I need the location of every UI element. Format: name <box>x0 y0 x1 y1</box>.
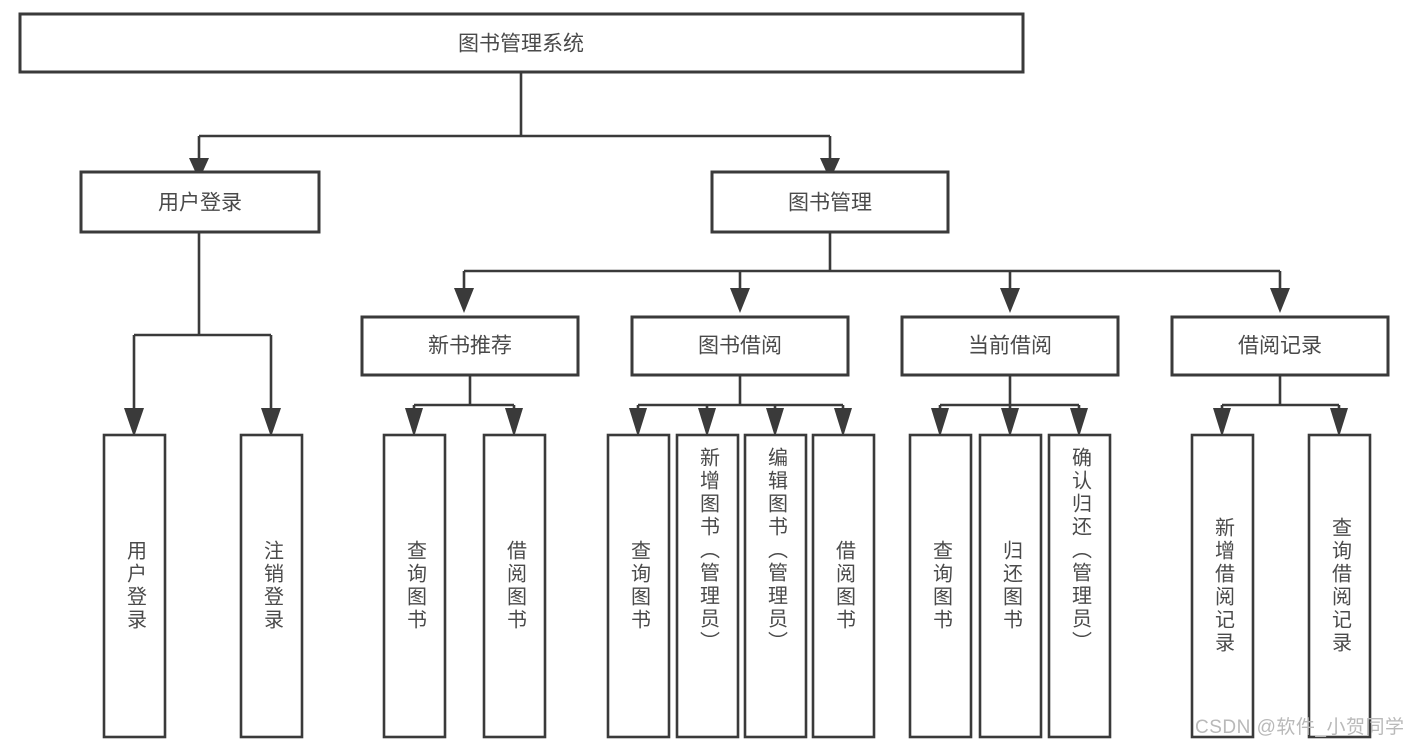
arrow-to-leaf-edit-book <box>766 408 784 437</box>
arrow-to-borrow-record <box>1270 288 1290 313</box>
arrow-to-leaf-user-login <box>124 408 144 437</box>
node-current-borrow-label: 当前借阅 <box>968 335 1052 358</box>
arrow-to-current-borrow <box>1000 288 1020 313</box>
node-book-management-box[interactable] <box>710 170 950 234</box>
node-root-label: 图书管理系统 <box>458 33 584 56</box>
arrow-to-leaf-return-book <box>1001 408 1019 437</box>
arrow-to-leaf-add-record <box>1213 408 1231 437</box>
node-leaf-user-logout-box[interactable] <box>239 433 304 739</box>
node-leaf-edit-book-box[interactable] <box>743 433 808 739</box>
arrow-to-leaf-query-record <box>1330 408 1348 437</box>
arrow-to-new-book-recommend <box>454 288 474 313</box>
arrowhead-layer <box>124 158 1348 437</box>
node-current-borrow[interactable]: 当前借阅 <box>900 315 1120 377</box>
node-leaf-add-record-box[interactable] <box>1190 433 1255 739</box>
node-leaf-query-book-1-box[interactable] <box>382 433 447 739</box>
arrow-to-leaf-query-book-2 <box>629 408 647 437</box>
node-current-borrow-box[interactable] <box>900 315 1120 377</box>
node-leaf-query-book-2-box[interactable] <box>606 433 671 739</box>
node-user-login-label: 用户登录 <box>158 192 242 215</box>
arrow-to-user-login <box>189 158 209 180</box>
node-book-management[interactable]: 图书管理 <box>710 170 950 234</box>
arrow-to-leaf-query-book-3 <box>931 408 949 437</box>
node-borrow-record-box[interactable] <box>1170 315 1390 377</box>
node-leaf-borrow-book-2-box[interactable] <box>811 433 876 739</box>
node-new-book-recommend-box[interactable] <box>360 315 580 377</box>
node-book-borrow-label: 图书借阅 <box>698 335 782 358</box>
arrow-to-leaf-query-book-1 <box>405 408 423 437</box>
arrow-to-leaf-user-logout <box>261 408 281 437</box>
node-new-book-recommend[interactable]: 新书推荐 <box>360 315 580 377</box>
node-root-box[interactable] <box>18 12 1025 74</box>
node-leaf-query-book-3-box[interactable] <box>908 433 973 739</box>
arrow-to-leaf-borrow-book-1 <box>505 408 523 437</box>
node-root[interactable]: 图书管理系统 <box>18 12 1025 74</box>
node-leaf-add-book-box[interactable] <box>675 433 740 739</box>
node-borrow-record[interactable]: 借阅记录 <box>1170 315 1390 377</box>
node-borrow-record-label: 借阅记录 <box>1238 335 1322 358</box>
arrow-to-leaf-borrow-book-2 <box>834 408 852 437</box>
node-new-book-recommend-label: 新书推荐 <box>428 335 512 358</box>
arrow-to-book-management <box>820 158 840 180</box>
node-layer: 图书管理系统 用户登录 图书管理 新书推荐 图书借阅 <box>18 12 1390 739</box>
arrow-to-leaf-confirm-return <box>1070 408 1088 437</box>
node-leaf-borrow-book-1-box[interactable] <box>482 433 547 739</box>
arrow-to-leaf-add-book <box>698 408 716 437</box>
node-leaf-user-login-box[interactable] <box>102 433 167 739</box>
node-leaf-return-book-box[interactable] <box>978 433 1043 739</box>
arrow-to-book-borrow <box>730 288 750 313</box>
node-leaf-query-record-box[interactable] <box>1307 433 1372 739</box>
node-book-borrow-box[interactable] <box>630 315 850 377</box>
node-leaf-confirm-return-box[interactable] <box>1047 433 1112 739</box>
node-book-management-label: 图书管理 <box>788 192 872 215</box>
node-book-borrow[interactable]: 图书借阅 <box>630 315 850 377</box>
node-user-login-box[interactable] <box>79 170 321 234</box>
node-user-login[interactable]: 用户登录 <box>79 170 321 234</box>
